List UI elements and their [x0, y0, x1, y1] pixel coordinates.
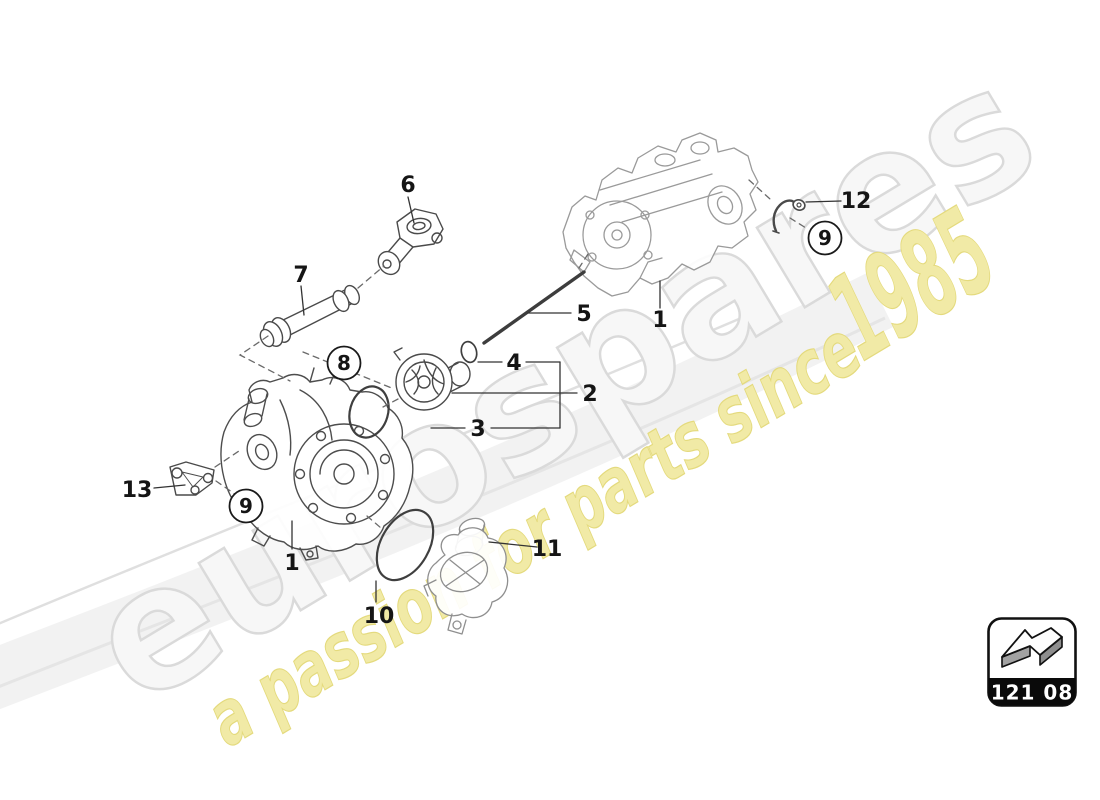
hook-12-drawing	[772, 199, 806, 234]
3d-arrow-icon	[1001, 627, 1063, 668]
callout-7[interactable]: 7	[293, 263, 308, 288]
callout-leader-lines	[153, 196, 842, 603]
callout-9-top-circled[interactable]: 9	[807, 220, 843, 256]
o-ring-10-drawing	[375, 508, 435, 582]
cover-11-drawing	[423, 517, 509, 635]
callout-8-circled[interactable]: 8	[326, 345, 362, 381]
svg-text:11: 11	[532, 537, 563, 562]
assembly-dashed-lines	[214, 179, 807, 529]
badge-code-text: 121 08	[991, 681, 1074, 705]
valve-6-drawing	[377, 208, 444, 276]
svg-text:12: 12	[841, 189, 872, 214]
svg-text:5: 5	[576, 302, 591, 327]
svg-text:1: 1	[652, 308, 667, 333]
callout-9-bottom-circled[interactable]: 9	[228, 488, 264, 524]
pump-rotor-drawing	[393, 347, 471, 411]
watermark-brand: eurospares	[57, 27, 1068, 743]
svg-text:2: 2	[582, 382, 597, 407]
callout-6[interactable]: 6	[400, 173, 415, 198]
svg-text:1: 1	[284, 551, 299, 576]
svg-text:9: 9	[239, 494, 253, 518]
callout-10[interactable]: 10	[364, 604, 395, 629]
oil-pump-body-drawing	[220, 365, 414, 561]
callouts-layer: 6 7 5 8 4 2 3 12 9 1 13	[122, 173, 872, 629]
callout-5[interactable]: 5	[576, 302, 591, 327]
tube-7-drawing	[259, 284, 361, 348]
engine-block-drawing	[562, 132, 759, 297]
svg-text:7: 7	[293, 263, 308, 288]
o-ring-4-drawing	[460, 340, 478, 364]
svg-text:13: 13	[122, 478, 153, 503]
svg-text:3: 3	[470, 417, 485, 442]
bracket-13-drawing	[169, 461, 215, 496]
svg-text:10: 10	[364, 604, 395, 629]
callout-12[interactable]: 12	[841, 189, 872, 214]
section-code-badge: 121 08	[987, 617, 1077, 707]
rod-5-drawing	[482, 270, 586, 345]
callout-1-engine[interactable]: 1	[652, 308, 667, 333]
callout-13[interactable]: 13	[122, 478, 153, 503]
badge-code-band	[988, 678, 1076, 706]
svg-text:8: 8	[337, 351, 351, 375]
callout-2[interactable]: 2	[582, 382, 597, 407]
svg-text:4: 4	[506, 351, 521, 376]
o-ring-3-drawing	[348, 385, 390, 439]
callout-1-pump[interactable]: 1	[284, 551, 299, 576]
callout-4[interactable]: 4	[506, 351, 521, 376]
callout-11[interactable]: 11	[532, 537, 563, 562]
svg-text:9: 9	[818, 226, 832, 250]
svg-text:6: 6	[400, 173, 415, 198]
callout-3[interactable]: 3	[470, 417, 485, 442]
